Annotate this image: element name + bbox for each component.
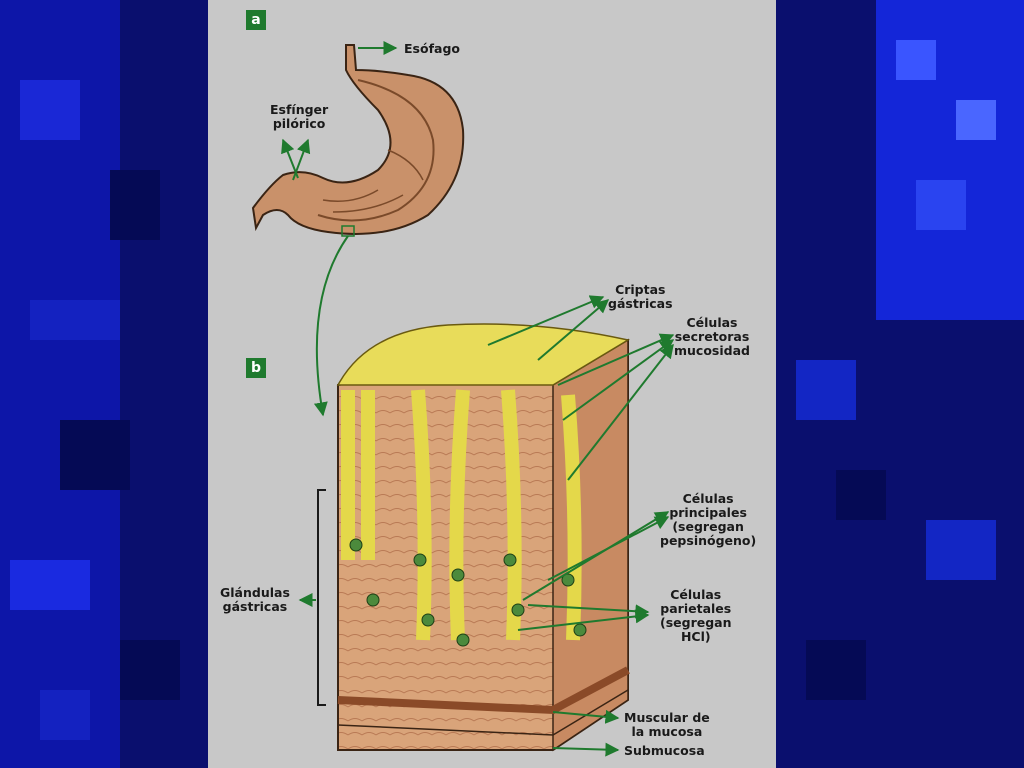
mucosa-block — [336, 323, 630, 752]
background-left — [0, 0, 208, 768]
stomach-illustration — [251, 44, 465, 237]
panel-a-label: a — [246, 10, 266, 30]
label-submucosa: Submucosa — [624, 743, 705, 758]
label-esofago: Esófago — [404, 41, 460, 56]
panel-b-label: b — [246, 358, 266, 378]
stomach-diagram — [251, 41, 675, 757]
background-right — [776, 0, 1024, 768]
